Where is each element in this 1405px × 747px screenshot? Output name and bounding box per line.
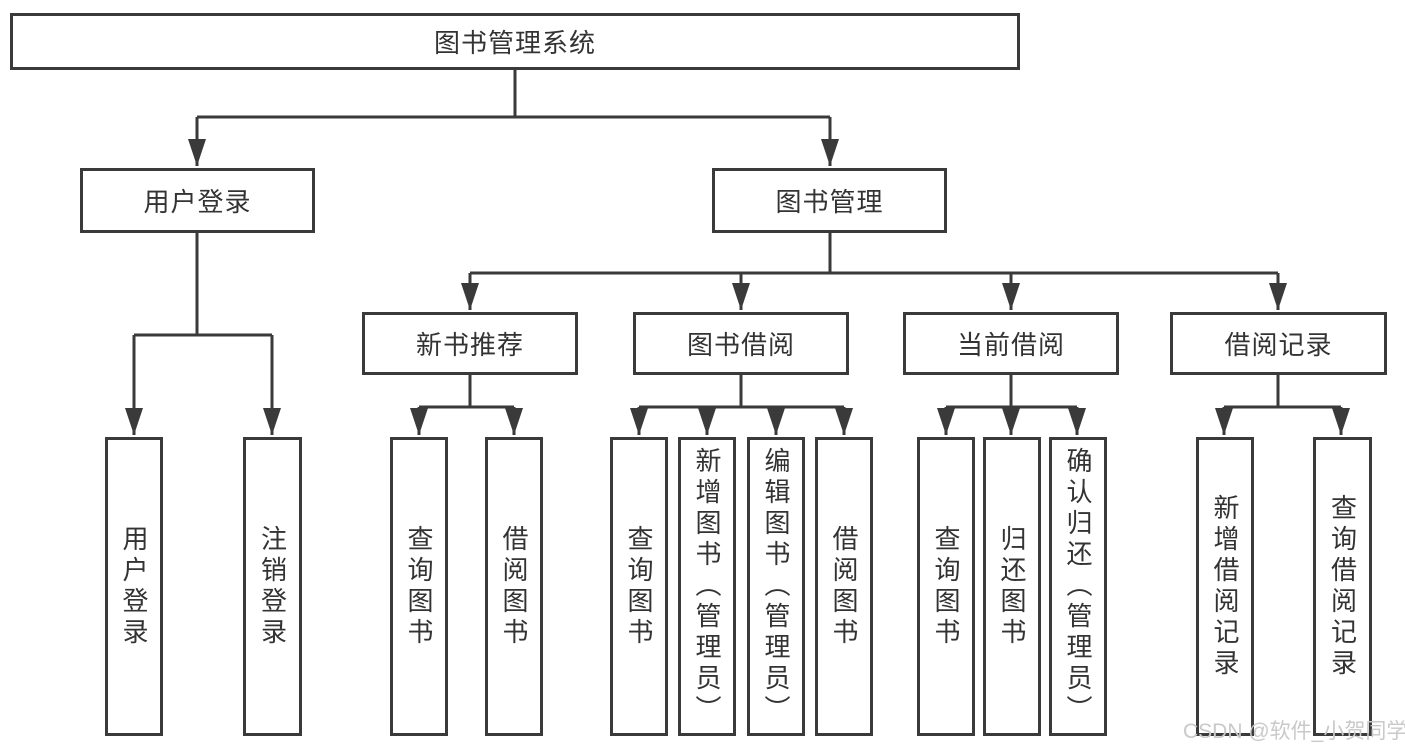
node-leaf-borrow-book-1: 借阅图书 [485, 437, 543, 736]
leaf-label: 查询图书 [624, 524, 654, 649]
node-leaf-add-book-admin: 新增图书（管理员） [678, 437, 736, 736]
csdn-watermark: CSDN @软件_小贺同学 [1183, 720, 1405, 743]
node-leaf-query-book-2: 查询图书 [610, 437, 668, 736]
node-current-borrow: 当前借阅 [903, 312, 1119, 375]
node-leaf-query-book-3: 查询图书 [917, 437, 975, 736]
node-leaf-edit-book-admin: 编辑图书（管理员） [747, 437, 805, 736]
node-leaf-logout: 注销登录 [243, 437, 302, 736]
leaf-label: 用户登录 [119, 524, 149, 649]
leaf-label: 查询借阅记录 [1327, 493, 1358, 680]
node-leaf-return-book: 归还图书 [983, 437, 1041, 736]
node-leaf-confirm-return-admin: 确认归还（管理员） [1049, 437, 1107, 736]
node-leaf-user-login: 用户登录 [105, 437, 163, 736]
node-leaf-add-borrow-record: 新增借阅记录 [1196, 437, 1254, 736]
node-borrow-record: 借阅记录 [1170, 312, 1387, 375]
leaf-label: 归还图书 [997, 524, 1027, 649]
leaf-label: 查询图书 [404, 524, 434, 649]
leaf-label: 新增图书（管理员） [692, 447, 722, 726]
leaf-label: 借阅图书 [829, 524, 859, 649]
node-leaf-borrow-book-2: 借阅图书 [815, 437, 873, 736]
leaf-label: 注销登录 [257, 524, 288, 649]
leaf-label: 确认归还（管理员） [1063, 447, 1093, 726]
node-root-system: 图书管理系统 [10, 13, 1020, 70]
leaf-label: 借阅图书 [499, 524, 529, 649]
node-leaf-query-book-1: 查询图书 [390, 437, 448, 736]
leaf-label: 新增借阅记录 [1210, 493, 1240, 680]
node-book-management: 图书管理 [712, 168, 947, 233]
leaf-label: 编辑图书（管理员） [761, 447, 791, 726]
leaf-label: 查询图书 [931, 524, 961, 649]
node-user-login: 用户登录 [80, 168, 315, 233]
node-new-book-recommend: 新书推荐 [362, 312, 578, 375]
node-book-borrow: 图书借阅 [633, 312, 849, 375]
node-leaf-query-borrow-record: 查询借阅记录 [1313, 437, 1372, 736]
